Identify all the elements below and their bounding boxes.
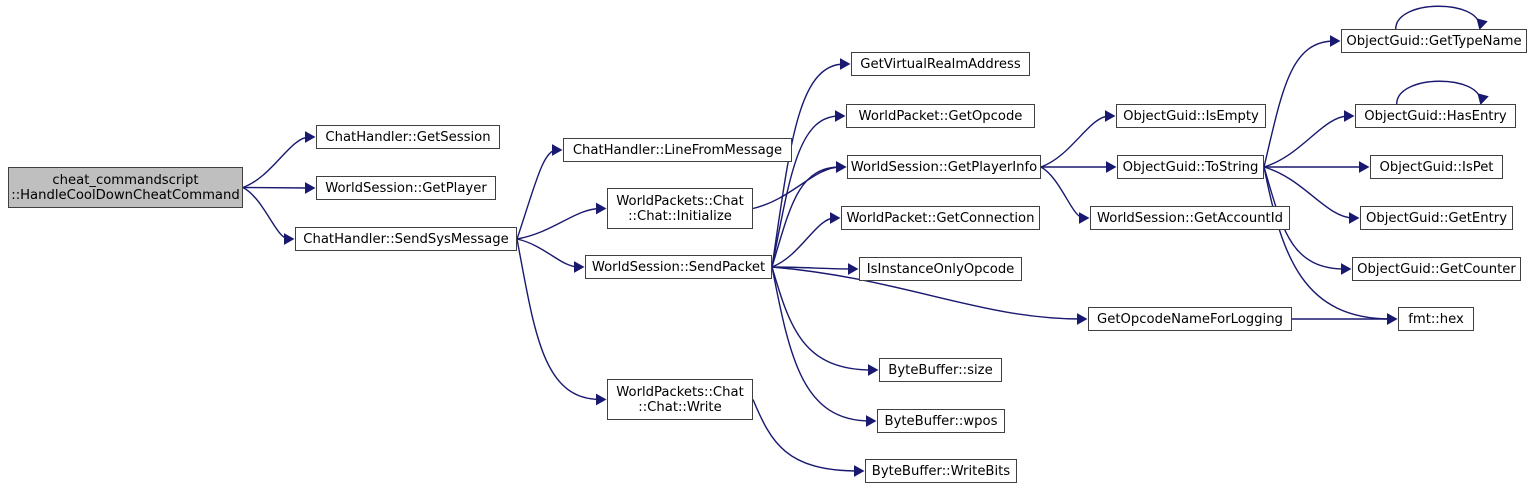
edge-getplayerinfo-to-getaccountid-arrow [1079, 212, 1090, 224]
edge-getplayerinfo-to-isempty [1040, 115, 1110, 168]
edge-chatinitialize-to-getplayerinfo-arrow [836, 161, 847, 173]
graph-node-gettypename[interactable]: ObjectGuid::GetTypeName [1341, 29, 1527, 53]
graph-node-sendsysmessage[interactable]: ChatHandler::SendSysMessage [295, 227, 517, 251]
edge-tostring-to-getcounter-arrow [1341, 263, 1352, 275]
graph-node-root[interactable]: cheat_commandscript ::HandleCoolDownChea… [8, 167, 243, 208]
edge-getopcodename-to-fmthex-arrow [1387, 313, 1398, 325]
graph-node-getcounter[interactable]: ObjectGuid::GetCounter [1352, 257, 1521, 281]
edge-sendpacket-to-isinstanceonly-arrow [848, 263, 859, 275]
graph-node-linefrommessage[interactable]: ChatHandler::LineFromMessage [563, 138, 792, 162]
edge-root-to-getsession [242, 136, 310, 189]
edge-chatwrite-to-bbwritebits-arrow [854, 465, 865, 477]
edge-tostring-to-hasentry-arrow [1344, 110, 1355, 122]
edge-gettypename-to-gettypename-arrow [1476, 18, 1488, 30]
edge-tostring-to-hasentry [1263, 115, 1349, 168]
edge-chatwrite-to-bbwritebits [752, 399, 859, 472]
edge-root-to-getplayer [242, 186, 310, 189]
edge-sendpacket-to-bbwpos-arrow [866, 415, 877, 427]
edge-sendpacket-to-bbsize [771, 266, 873, 371]
edge-sendpacket-to-getopcodename-arrow [1077, 313, 1088, 325]
graph-node-getopcode[interactable]: WorldPacket::GetOpcode [846, 104, 1035, 128]
edge-root-to-sendsysmessage [242, 186, 289, 240]
edge-tostring-to-fmthex-arrow [1387, 313, 1398, 325]
edge-gettypename-to-gettypename [1395, 5, 1481, 30]
graph-node-bbwritebits[interactable]: ByteBuffer::WriteBits [865, 459, 1017, 483]
edge-getplayerinfo-to-tostring-arrow [1106, 161, 1117, 173]
graph-node-bbwpos[interactable]: ByteBuffer::wpos [877, 409, 1005, 433]
edge-sendpacket-to-getplayerinfo [771, 166, 841, 268]
edge-sendsysmessage-to-chatinitialize [516, 207, 601, 240]
edge-sendsysmessage-to-linefrommessage-arrow [552, 144, 563, 156]
graph-node-chatwrite[interactable]: WorldPackets::Chat ::Chat::Write [607, 379, 753, 420]
graph-node-bbsize[interactable]: ByteBuffer::size [879, 358, 1002, 382]
edge-tostring-to-ispet-arrow [1359, 161, 1370, 173]
edge-tostring-to-getentry-arrow [1349, 212, 1360, 224]
graph-node-getaccountid[interactable]: WorldSession::GetAccountId [1090, 206, 1290, 230]
graph-node-getplayerinfo[interactable]: WorldSession::GetPlayerInfo [847, 155, 1041, 179]
graph-node-getconnection[interactable]: WorldPacket::GetConnection [841, 206, 1040, 230]
graph-node-getopcodename[interactable]: GetOpcodeNameForLogging [1088, 307, 1292, 331]
graph-node-isinstanceonly[interactable]: IsInstanceOnlyOpcode [859, 257, 1022, 281]
edge-sendpacket-to-bbwpos [771, 266, 871, 422]
edge-sendpacket-to-getconnection-arrow [830, 212, 841, 224]
graph-node-getsession[interactable]: ChatHandler::GetSession [316, 125, 500, 149]
edge-sendpacket-to-getopcode-arrow [835, 110, 846, 122]
edge-hasentry-to-hasentry [1396, 80, 1482, 105]
edge-sendpacket-to-getvirtualrealm-arrow [840, 58, 851, 70]
graph-node-getvirtualrealm[interactable]: GetVirtualRealmAddress [851, 52, 1030, 76]
edge-getplayerinfo-to-getaccountid [1040, 166, 1084, 219]
edge-sendsysmessage-to-sendpacket [516, 238, 579, 268]
edge-hasentry-to-hasentry-arrow [1477, 93, 1489, 105]
edge-root-to-getsession-arrow [305, 131, 316, 143]
graph-node-hasentry[interactable]: ObjectGuid::HasEntry [1355, 104, 1516, 128]
edge-tostring-to-fmthex [1263, 166, 1392, 320]
edge-sendpacket-to-getconnection [771, 217, 835, 268]
graph-node-sendpacket[interactable]: WorldSession::SendPacket [585, 255, 772, 279]
graph-node-tostring[interactable]: ObjectGuid::ToString [1117, 155, 1264, 179]
edge-sendpacket-to-getplayerinfo-arrow [836, 161, 847, 173]
edge-chatinitialize-to-getplayerinfo [752, 166, 841, 210]
edge-sendpacket-to-isinstanceonly [771, 266, 853, 270]
edge-sendsysmessage-to-sendpacket-arrow [574, 261, 585, 273]
edge-tostring-to-gettypename [1263, 40, 1335, 168]
graph-node-fmthex[interactable]: fmt::hex [1398, 307, 1474, 331]
edge-tostring-to-gettypename-arrow [1330, 35, 1341, 47]
graph-node-getplayer[interactable]: WorldSession::GetPlayer [316, 176, 496, 200]
graph-node-isempty[interactable]: ObjectGuid::IsEmpty [1116, 104, 1266, 128]
graph-node-ispet[interactable]: ObjectGuid::IsPet [1370, 155, 1503, 179]
graph-node-getentry[interactable]: ObjectGuid::GetEntry [1360, 206, 1513, 230]
edge-sendpacket-to-getvirtualrealm [771, 63, 845, 268]
edge-root-to-sendsysmessage-arrow [284, 233, 295, 245]
edge-sendsysmessage-to-linefrommessage [516, 149, 557, 240]
edge-root-to-getplayer-arrow [305, 182, 316, 194]
edge-sendsysmessage-to-chatwrite-arrow [596, 393, 607, 406]
edge-sendsysmessage-to-chatinitialize-arrow [596, 202, 607, 215]
edge-sendpacket-to-bbsize-arrow [868, 364, 879, 376]
graph-node-chatinitialize[interactable]: WorldPackets::Chat ::Chat::Initialize [607, 188, 753, 229]
edge-getplayerinfo-to-isempty-arrow [1105, 110, 1116, 122]
